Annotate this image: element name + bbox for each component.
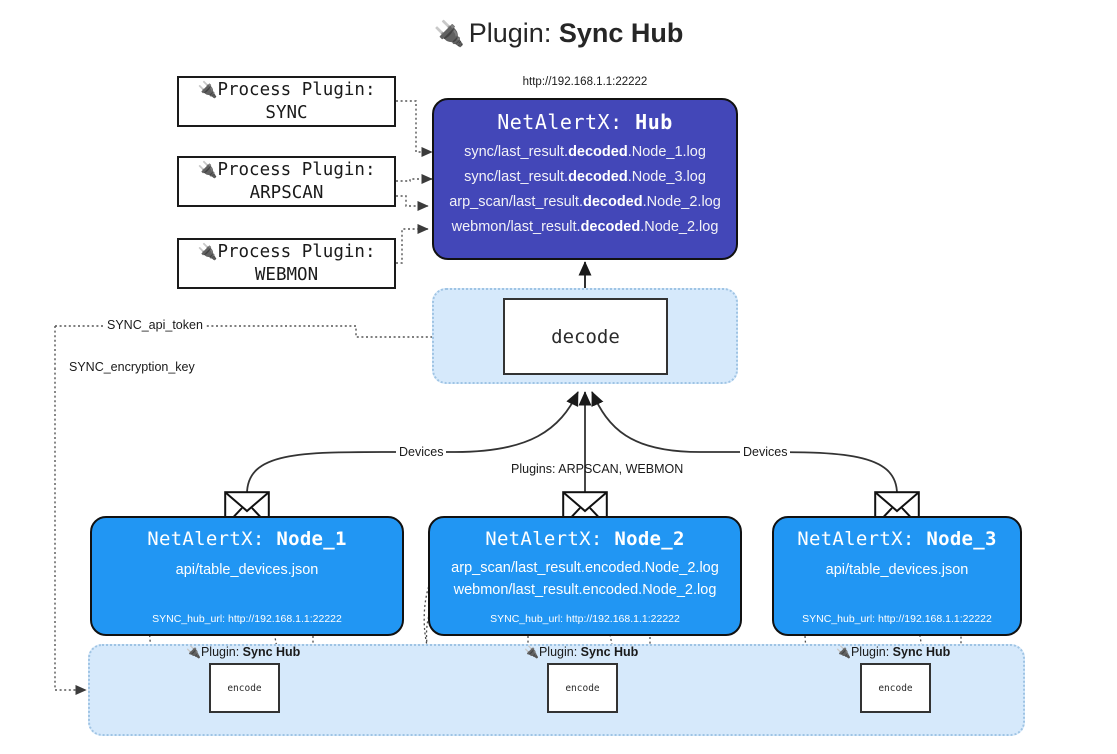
process-plugin-name: ARPSCAN [249,182,324,203]
plug-icon: 🔌 [433,20,465,48]
plug-icon: 🔌 [197,242,218,262]
hub-log-mid: decoded [568,144,628,160]
plugin-label-encoder-2: 🔌Plugin: Sync Hub [524,645,638,659]
edge-label-sync-encryption-key: SYNC_encryption_key [66,360,198,374]
node-title: NetAlertX: Node_2 [430,528,740,550]
process-plugin-sync[interactable]: 🔌Process Plugin: SYNC [177,76,396,127]
node-title-prefix: NetAlertX: [147,528,265,550]
hub-title: NetAlertX: Hub [434,110,736,134]
plug-icon: 🔌 [197,160,218,180]
node-line: arp_scan/last_result.encoded.Node_2.log [451,560,719,576]
process-plugin-arpscan[interactable]: 🔌Process Plugin: ARPSCAN [177,156,396,207]
edge-label-devices-left: Devices [396,445,447,459]
node-footer: SYNC_hub_url: http://192.168.1.1:22222 [802,613,992,625]
encode-box-node-1[interactable]: encode [209,663,280,713]
node-title: NetAlertX: Node_3 [774,528,1020,550]
page-title: 🔌Plugin: Sync Hub [0,18,1117,49]
hub-url-label: http://192.168.1.1:22222 [522,76,648,88]
node-footer: SYNC_hub_url: http://192.168.1.1:22222 [490,613,680,625]
hub-log-line: webmon/last_result.decoded.Node_2.log [434,215,736,240]
process-plugin-label: Process Plugin: [217,80,376,101]
hub-log-post: .Node_2.log [640,218,719,235]
hub-log-pre: sync/last_result. [464,144,569,160]
node-title-prefix: NetAlertX: [797,528,915,550]
hub-log-pre: arp_scan/last_result. [449,193,583,210]
encode-box-node-2[interactable]: encode [547,663,618,713]
encode-box-node-3[interactable]: encode [860,663,931,713]
hub-log-line: arp_scan/last_result.decoded.Node_2.log [434,190,736,215]
process-plugin-webmon[interactable]: 🔌Process Plugin: WEBMON [177,238,396,289]
node-line: api/table_devices.json [175,562,319,578]
page-title-name: Sync Hub [558,18,684,48]
hub-box[interactable]: NetAlertX: Hub sync/last_result.decoded.… [432,98,738,260]
node-box-node-3[interactable]: NetAlertX: Node_3 api/table_devices.json… [772,516,1022,636]
hub-log-mid: decoded [568,168,628,185]
node-line: api/table_devices.json [825,562,969,578]
hub-title-name: Hub [635,110,673,134]
hub-log-pre: sync/last_result. [464,168,569,185]
node-box-node-1[interactable]: NetAlertX: Node_1 api/table_devices.json… [90,516,404,636]
plugin-label-name: Sync Hub [580,645,639,659]
node-title-name: Node_3 [926,528,997,550]
node-title: NetAlertX: Node_1 [92,528,402,550]
decode-box[interactable]: decode [503,298,668,375]
plugin-label-prefix: Plugin: [538,645,578,659]
node-box-node-2[interactable]: NetAlertX: Node_2 arp_scan/last_result.e… [428,516,742,636]
plug-icon: 🔌 [197,80,218,100]
edge-label-devices-right: Devices [740,445,791,459]
hub-log-mid: decoded [580,218,641,235]
plugin-label-prefix: Plugin: [200,645,240,659]
hub-title-prefix: NetAlertX: [497,110,623,134]
hub-log-post: .Node_3.log [627,168,706,185]
node-title-prefix: NetAlertX: [485,528,603,550]
node-title-name: Node_2 [614,528,685,550]
node-footer: SYNC_hub_url: http://192.168.1.1:22222 [152,613,342,625]
process-plugin-name: WEBMON [254,264,319,285]
hub-log-post: .Node_2.log [642,193,721,210]
hub-log-post: .Node_1.log [627,144,706,160]
plug-icon: 🔌 [836,645,851,659]
process-plugin-name: SYNC [265,102,308,123]
plugin-label-name: Sync Hub [892,645,951,659]
plugin-label-encoder-1: 🔌Plugin: Sync Hub [186,645,300,659]
page-title-prefix: Plugin: [468,18,552,48]
hub-log-line: sync/last_result.decoded.Node_1.log [434,140,736,165]
plug-icon: 🔌 [186,645,201,659]
plug-icon: 🔌 [524,645,539,659]
plugin-label-name: Sync Hub [242,645,301,659]
process-plugin-label: Process Plugin: [217,160,376,181]
node-title-name: Node_1 [276,528,347,550]
edge-label-plugins: Plugins: ARPSCAN, WEBMON [511,462,684,476]
hub-log-mid: decoded [582,193,643,210]
plugin-label-prefix: Plugin: [850,645,890,659]
edge-label-sync-api-token: SYNC_api_token [104,318,206,332]
hub-log-line: sync/last_result.decoded.Node_3.log [434,165,736,190]
process-plugin-label: Process Plugin: [217,242,376,263]
hub-log-pre: webmon/last_result. [451,218,581,235]
plugin-label-encoder-3: 🔌Plugin: Sync Hub [836,645,950,659]
node-line: webmon/last_result.encoded.Node_2.log [453,582,717,598]
